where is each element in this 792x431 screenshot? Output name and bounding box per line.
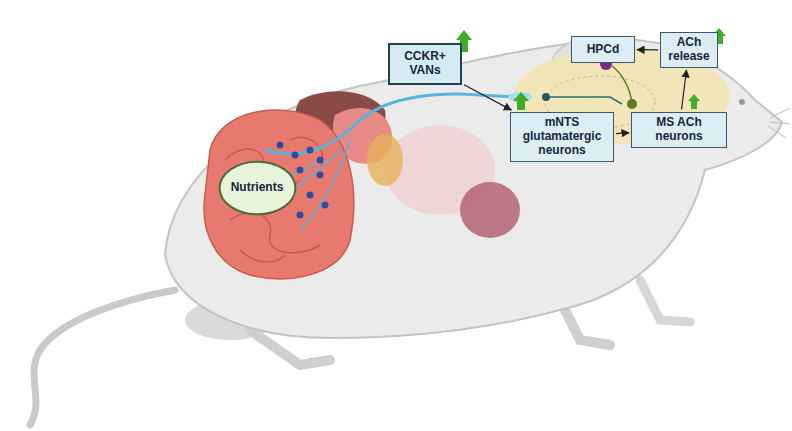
ms-projection bbox=[612, 66, 632, 104]
mnts-projection bbox=[546, 97, 622, 104]
increase-arrow bbox=[456, 28, 726, 110]
rect-box: CCKR+ VANs bbox=[388, 43, 462, 85]
node-label: Nutrients bbox=[231, 181, 284, 195]
node-label: CCKR+ VANs bbox=[390, 50, 460, 78]
whiskers bbox=[768, 108, 790, 138]
node-label: ACh release bbox=[661, 36, 717, 64]
arrow-connector bbox=[637, 49, 658, 50]
arrow-connector bbox=[464, 85, 511, 110]
mouse-body bbox=[165, 39, 782, 338]
arrow-connector bbox=[616, 132, 629, 134]
neuron-box: mNTS glutamatergic neurons bbox=[510, 112, 614, 162]
node-label: HPCd bbox=[587, 43, 620, 57]
vagus-nerve bbox=[265, 94, 528, 154]
nutrient-ellipse: Nutrients bbox=[218, 160, 297, 216]
region-box: HPCd bbox=[571, 36, 635, 63]
ms-neuron bbox=[627, 99, 637, 109]
neuron-box: MS ACh neurons bbox=[631, 112, 727, 148]
heart bbox=[460, 182, 520, 238]
eye bbox=[739, 99, 745, 105]
process-box: ACh release bbox=[660, 32, 718, 68]
front-leg bbox=[640, 280, 690, 322]
node-label: mNTS glutamatergic neurons bbox=[511, 116, 613, 157]
node-label: MS ACh neurons bbox=[632, 116, 726, 144]
pancreas bbox=[367, 134, 403, 186]
intestines bbox=[204, 110, 354, 279]
mnts-neuron bbox=[542, 93, 550, 101]
tail bbox=[30, 290, 175, 425]
arrow-connector bbox=[682, 70, 687, 110]
